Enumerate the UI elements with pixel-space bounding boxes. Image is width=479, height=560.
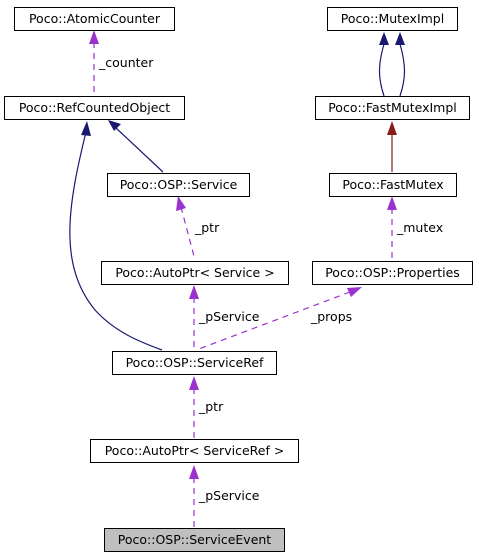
node-label-atomic-counter: Poco::AtomicCounter (29, 11, 161, 26)
node-fast-mutex-impl[interactable]: Poco::FastMutexImpl (315, 96, 470, 120)
node-mutex-impl[interactable]: Poco::MutexImpl (327, 7, 458, 31)
edge-inherit-fast-mutex (387, 121, 397, 172)
node-autoptr-service[interactable]: Poco::AutoPtr< Service > (101, 261, 289, 285)
edge-inherit-mutex-impl (378, 32, 406, 97)
edge-inherit-service (108, 120, 164, 173)
edge-label-ptr-service-ref: _ptr (198, 399, 224, 414)
edge-label-mutex: _mutex (396, 220, 443, 235)
edge-label-pservice-event: _pService (198, 488, 260, 503)
edge-inherit-serviceref (69, 121, 163, 351)
node-label-osp-service: Poco::OSP::Service (120, 177, 238, 192)
edge-ptr-service-ref: _ptr (189, 376, 224, 438)
node-atomic-counter[interactable]: Poco::AtomicCounter (14, 7, 175, 31)
edge-label-ptr-service: _ptr (194, 220, 220, 235)
node-ref-counted-object[interactable]: Poco::RefCountedObject (4, 96, 185, 120)
node-label-ref-counted-object: Poco::RefCountedObject (19, 100, 170, 115)
node-label-fast-mutex: Poco::FastMutex (342, 177, 443, 192)
node-autoptr-service-ref[interactable]: Poco::AutoPtr< ServiceRef > (90, 439, 299, 463)
edge-ptr-service: _ptr (176, 196, 220, 261)
node-label-osp-service-event: Poco::OSP::ServiceEvent (118, 532, 272, 547)
node-label-osp-service-ref: Poco::OSP::ServiceRef (126, 355, 264, 370)
node-osp-service-ref[interactable]: Poco::OSP::ServiceRef (112, 351, 277, 375)
node-fast-mutex[interactable]: Poco::FastMutex (329, 173, 457, 197)
node-label-osp-properties: Poco::OSP::Properties (325, 265, 460, 280)
node-osp-properties[interactable]: Poco::OSP::Properties (312, 261, 473, 285)
edge-props: _props (195, 287, 362, 351)
edge-mutex: _mutex (387, 196, 443, 260)
node-label-autoptr-service-ref: Poco::AutoPtr< ServiceRef > (105, 443, 285, 458)
node-osp-service-event[interactable]: Poco::OSP::ServiceEvent (104, 528, 285, 552)
edge-label-props: _props (310, 309, 352, 324)
edge-pservice-event: _pService (189, 465, 260, 527)
node-label-autoptr-service: Poco::AutoPtr< Service > (115, 265, 274, 280)
edge-label-counter: _counter (98, 55, 154, 70)
node-label-mutex-impl: Poco::MutexImpl (341, 11, 444, 26)
edge-counter: _counter (89, 30, 154, 95)
edge-label-pservice-ref: _pService (198, 309, 260, 324)
edge-pservice-ref: _pService (189, 285, 260, 350)
node-osp-service[interactable]: Poco::OSP::Service (107, 173, 250, 197)
node-label-fast-mutex-impl: Poco::FastMutexImpl (328, 100, 457, 115)
